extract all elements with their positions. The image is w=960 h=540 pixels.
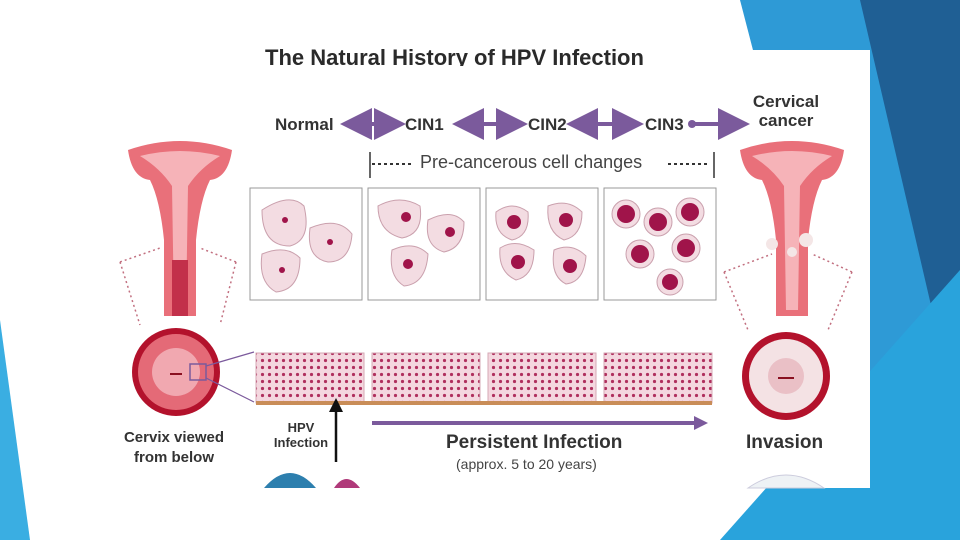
uterus-normal-illustration [128,141,232,316]
cervix-label-line1: Cervix viewed [123,429,225,446]
stage-cin2: CIN2 [528,115,567,134]
slide-left-band [0,320,30,540]
cell-panel-normal [249,187,363,301]
hpv-infection-label: HPV Infection [268,420,334,450]
stage-normal: Normal [275,115,334,134]
dish-illustration [746,474,826,489]
cervix-label: Cervix viewed from below [118,428,230,468]
cancer-label-line2: cancer [758,111,814,130]
arrow-cin3-dot [688,120,696,128]
hpv-virus-blue [264,473,316,488]
tissue-cin3 [603,352,713,404]
figure-title: The Natural History of HPV Infection [265,45,644,66]
stage-cin3: CIN3 [645,115,684,134]
cervix-label-line2: from below [133,449,214,466]
tissue-cin1 [371,352,481,404]
callout-right [723,253,853,331]
hpv-virus-pink [334,479,360,488]
tissue-cin2 [487,352,597,404]
tissue-normal [255,352,365,404]
hpv-arrowhead [329,398,343,412]
hpv-label-line2: Infection [273,435,329,450]
cell-panel-cin3 [603,187,717,301]
persistent-infection-label: Persistent Infection [446,432,623,453]
stage-cervical-cancer: Cervical cancer [748,92,824,130]
persistent-duration-label: (approx. 5 to 20 years) [456,456,597,472]
stage-cin1: CIN1 [405,115,444,134]
cancer-label-line1: Cervical [752,92,820,111]
persistent-arrowhead [694,416,708,430]
cervix-normal-view [132,328,255,416]
basement-membrane [256,401,712,405]
cell-panel-cin2 [485,187,599,301]
hpv-label-line1: HPV [287,420,315,435]
callout-left [119,247,237,326]
cervix-cancer-view [742,332,830,420]
invasion-label: Invasion [746,432,824,453]
cell-panel-cin1 [367,187,481,301]
precancer-label: Pre-cancerous cell changes [420,152,643,172]
uterus-cancer-illustration [740,141,844,316]
